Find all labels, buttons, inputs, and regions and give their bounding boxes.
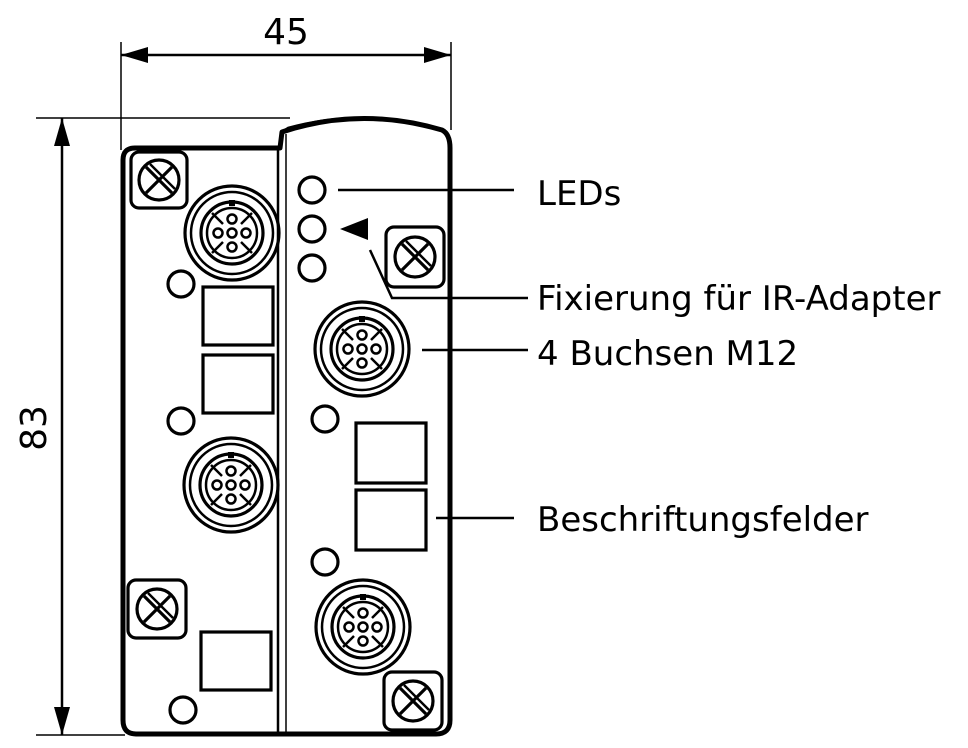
led-icon [297, 175, 327, 205]
led-icon [297, 214, 327, 244]
leds [166, 175, 340, 725]
led-icon [310, 404, 340, 434]
label-field [199, 630, 273, 692]
label-field [201, 285, 275, 347]
callout-ir-adapter: Fixierung für IR-Adapter [537, 279, 940, 319]
screw-icon [126, 578, 188, 640]
led-icon [168, 695, 198, 725]
label-field [201, 353, 275, 415]
label-field [354, 488, 428, 552]
width-label: 45 [263, 12, 309, 53]
m12-socket-icon [182, 436, 280, 534]
screw-icon [129, 150, 189, 210]
led-icon [310, 547, 340, 577]
screw-icon [384, 225, 446, 289]
callout-leds: LEDs [537, 174, 621, 214]
width-dimension: 45 [120, 12, 452, 150]
ir-adapter-marker-icon [340, 218, 368, 240]
callout-label-fields: Beschriftungsfelder [537, 500, 869, 540]
callout-leaders [338, 188, 528, 520]
height-label: 83 [14, 405, 55, 451]
m12-socket-icon [314, 578, 412, 676]
m12-socket-icon [183, 184, 281, 282]
led-icon [297, 253, 327, 283]
led-icon [166, 406, 196, 436]
callout-m12-sockets: 4 Buchsen M12 [537, 334, 798, 374]
mounting-screws [126, 150, 446, 732]
led-icon [166, 269, 196, 299]
label-field [354, 421, 428, 485]
m12-socket-icon [313, 300, 411, 398]
screw-icon [382, 670, 444, 732]
label-fields [199, 285, 428, 692]
m12-sockets [182, 184, 412, 676]
height-dimension: 83 [14, 117, 290, 736]
